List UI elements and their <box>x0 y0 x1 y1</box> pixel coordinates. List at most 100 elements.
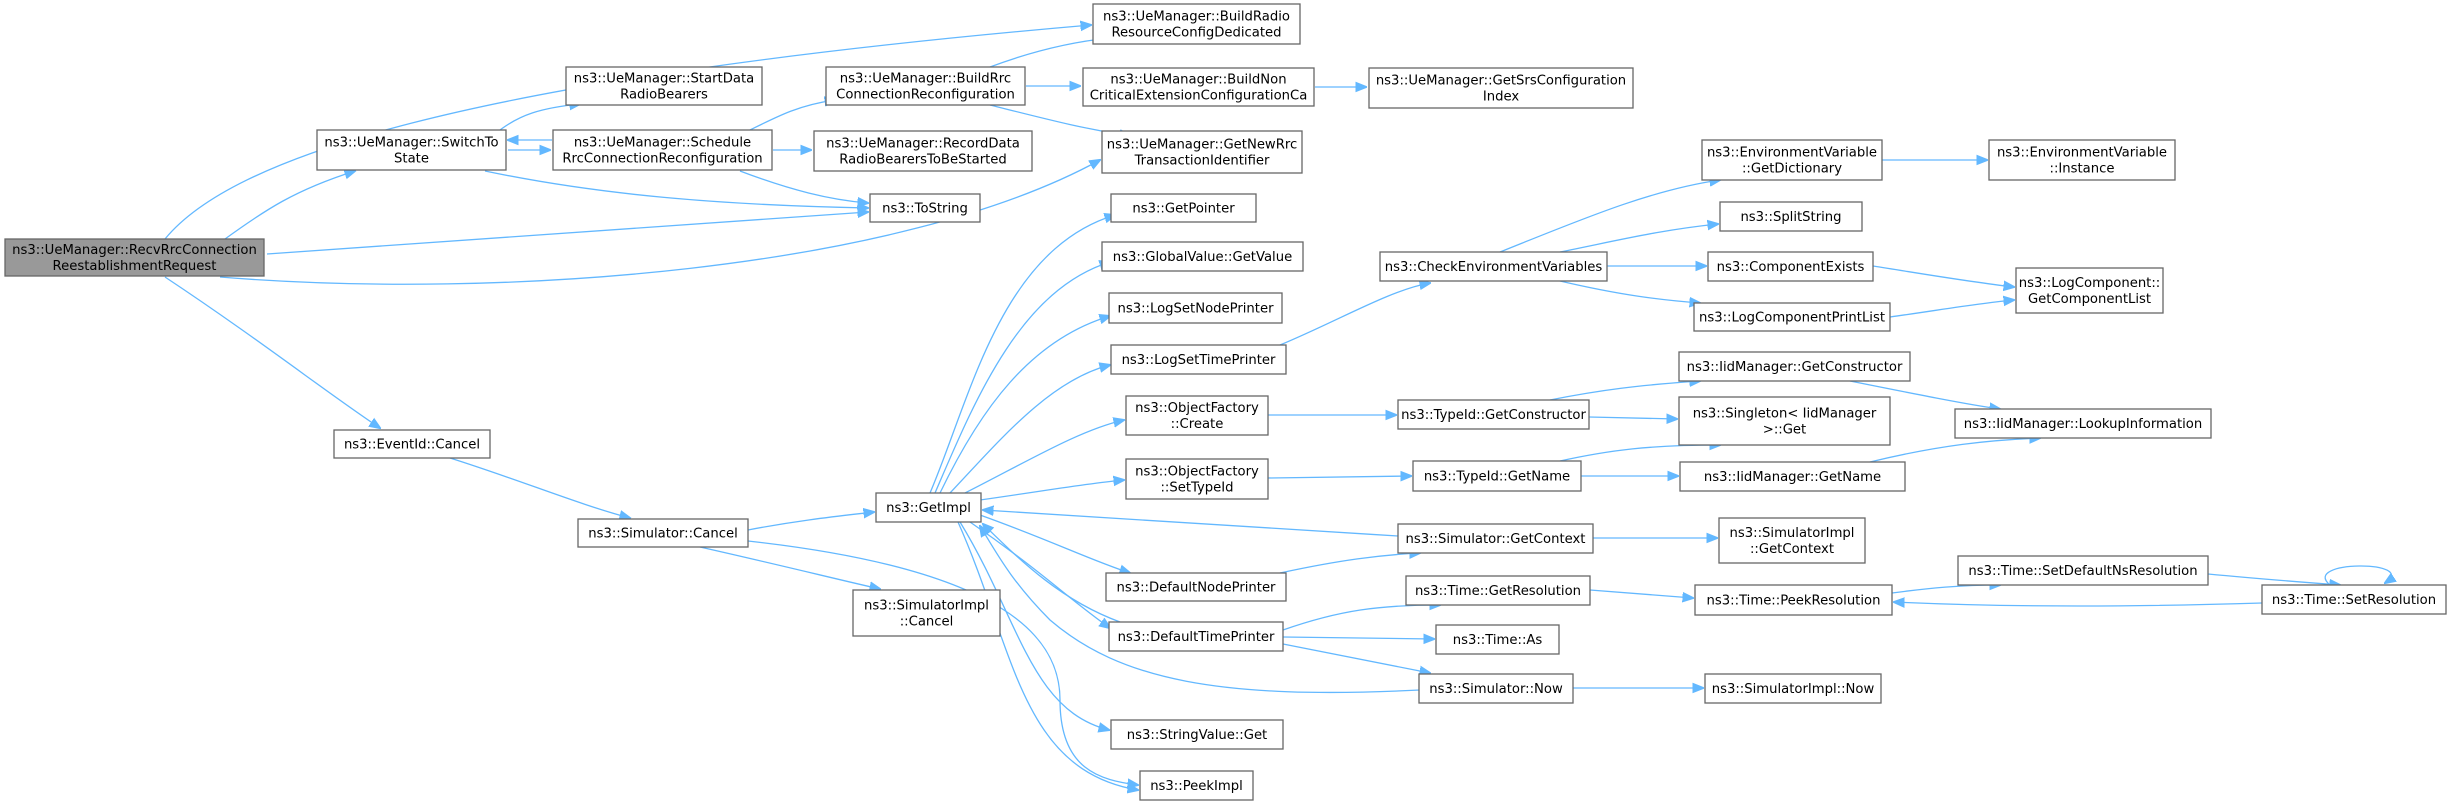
node-box[interactable] <box>1435 624 1560 655</box>
node-box[interactable] <box>1379 251 1608 282</box>
node-box[interactable] <box>1101 241 1304 272</box>
node-box[interactable] <box>1105 572 1287 602</box>
node-box[interactable] <box>1988 139 2176 181</box>
node-box[interactable] <box>1110 719 1284 750</box>
node-box[interactable] <box>875 492 982 523</box>
node-box[interactable] <box>1704 673 1882 704</box>
node-box[interactable] <box>1718 517 1866 564</box>
node-box[interactable] <box>1694 584 1893 616</box>
node-box[interactable] <box>1108 292 1283 324</box>
node-peekres[interactable]: ns3::Time::PeekResolution <box>1694 584 1893 616</box>
node-box[interactable] <box>1678 396 1891 446</box>
node-schedule[interactable]: ns3::UeManager::ScheduleRrcConnectionRec… <box>552 129 773 171</box>
node-box[interactable] <box>565 66 763 106</box>
node-splitstring[interactable]: ns3::SplitString <box>1719 201 1863 232</box>
node-getimpl[interactable]: ns3::GetImpl <box>875 492 982 523</box>
node-box[interactable] <box>869 193 981 223</box>
node-box[interactable] <box>1701 139 1883 181</box>
node-setres[interactable]: ns3::Time::SetResolution <box>2261 584 2447 615</box>
node-label: ns3::UeManager::BuildRrc <box>840 72 1011 87</box>
node-box[interactable] <box>333 429 491 459</box>
node-tidgetctor[interactable]: ns3::TypeId::GetConstructor <box>1397 399 1590 430</box>
edge-getimpl-to-peekimpl <box>957 521 1138 790</box>
node-box[interactable] <box>2015 267 2164 314</box>
node-box[interactable] <box>1110 344 1287 375</box>
node-box[interactable] <box>1957 555 2209 586</box>
node-checkenv[interactable]: ns3::CheckEnvironmentVariables <box>1379 251 1608 282</box>
node-ofsettype[interactable]: ns3::ObjectFactory::SetTypeId <box>1125 458 1269 500</box>
node-buildradio[interactable]: ns3::UeManager::BuildRadioResourceConfig… <box>1092 3 1301 45</box>
node-box[interactable] <box>1082 67 1315 107</box>
node-box[interactable] <box>1108 621 1284 652</box>
node-buildrrc[interactable]: ns3::UeManager::BuildRrcConnectionReconf… <box>825 66 1026 106</box>
node-box[interactable] <box>1368 67 1634 109</box>
node-box[interactable] <box>1397 399 1590 430</box>
node-peekimpl[interactable]: ns3::PeekImpl <box>1139 770 1254 801</box>
node-lognode[interactable]: ns3::LogSetNodePrinter <box>1108 292 1283 324</box>
node-tidgetname[interactable]: ns3::TypeId::GetName <box>1412 460 1582 492</box>
node-box[interactable] <box>813 130 1033 172</box>
node-iidlookup[interactable]: ns3::IidManager::LookupInformation <box>1954 408 2212 439</box>
node-timeas[interactable]: ns3::Time::As <box>1435 624 1560 655</box>
node-label: RrcConnectionReconfiguration <box>562 152 762 167</box>
node-box[interactable] <box>2261 584 2447 615</box>
node-box[interactable] <box>1954 408 2212 439</box>
node-iidgetctor[interactable]: ns3::IidManager::GetConstructor <box>1678 351 1911 382</box>
node-ofcreate[interactable]: ns3::ObjectFactory::Create <box>1125 395 1269 436</box>
node-buildnon[interactable]: ns3::UeManager::BuildNonCriticalExtensio… <box>1082 67 1315 107</box>
node-box[interactable] <box>1405 575 1591 606</box>
node-box[interactable] <box>577 518 749 548</box>
node-simimplgetctx[interactable]: ns3::SimulatorImpl::GetContext <box>1718 517 1866 564</box>
node-getcomplist[interactable]: ns3::LogComponent::GetComponentList <box>2015 267 2164 314</box>
node-simimplnow[interactable]: ns3::SimulatorImpl::Now <box>1704 673 1882 704</box>
node-label: ns3::GetPointer <box>1132 202 1235 217</box>
node-box[interactable] <box>1719 201 1863 232</box>
node-setdefns[interactable]: ns3::Time::SetDefaultNsResolution <box>1957 555 2209 586</box>
node-box[interactable] <box>1101 130 1303 174</box>
node-singleton[interactable]: ns3::Singleton< IidManager>::Get <box>1678 396 1891 446</box>
node-box[interactable] <box>1693 302 1891 332</box>
node-eventcancel[interactable]: ns3::EventId::Cancel <box>333 429 491 459</box>
node-envdict[interactable]: ns3::EnvironmentVariable::GetDictionary <box>1701 139 1883 181</box>
node-box[interactable] <box>825 66 1026 106</box>
node-getpointer[interactable]: ns3::GetPointer <box>1110 193 1257 223</box>
node-box[interactable] <box>1125 395 1269 436</box>
node-simcancel[interactable]: ns3::Simulator::Cancel <box>577 518 749 548</box>
node-globalvalue[interactable]: ns3::GlobalValue::GetValue <box>1101 241 1304 272</box>
node-defnode[interactable]: ns3::DefaultNodePrinter <box>1105 572 1287 602</box>
node-recorddata[interactable]: ns3::UeManager::RecordDataRadioBearersTo… <box>813 130 1033 172</box>
node-box[interactable] <box>4 238 265 277</box>
node-deftime[interactable]: ns3::DefaultTimePrinter <box>1108 621 1284 652</box>
node-box[interactable] <box>1125 458 1269 500</box>
node-logtime[interactable]: ns3::LogSetTimePrinter <box>1110 344 1287 375</box>
node-box[interactable] <box>852 589 1001 637</box>
node-simimplcancel[interactable]: ns3::SimulatorImpl::Cancel <box>852 589 1001 637</box>
node-box[interactable] <box>552 129 773 171</box>
node-logcomplist[interactable]: ns3::LogComponentPrintList <box>1693 302 1891 332</box>
edge-schedule-to-buildrrc <box>749 100 835 131</box>
node-timegetres[interactable]: ns3::Time::GetResolution <box>1405 575 1591 606</box>
node-box[interactable] <box>1139 770 1254 801</box>
node-box[interactable] <box>316 129 507 171</box>
node-strget[interactable]: ns3::StringValue::Get <box>1110 719 1284 750</box>
node-box[interactable] <box>1678 351 1911 382</box>
node-box[interactable] <box>1707 251 1874 282</box>
node-simnow[interactable]: ns3::Simulator::Now <box>1418 673 1574 704</box>
node-iidgetname[interactable]: ns3::IidManager::GetName <box>1679 461 1906 492</box>
node-envinst[interactable]: ns3::EnvironmentVariable::Instance <box>1988 139 2176 181</box>
node-simgetctx[interactable]: ns3::Simulator::GetContext <box>1397 523 1594 554</box>
node-compexists[interactable]: ns3::ComponentExists <box>1707 251 1874 282</box>
node-box[interactable] <box>1110 193 1257 223</box>
node-box[interactable] <box>1092 3 1301 45</box>
node-box[interactable] <box>1397 523 1594 554</box>
node-getnewrrc[interactable]: ns3::UeManager::GetNewRrcTransactionIden… <box>1101 130 1303 174</box>
node-box[interactable] <box>1418 673 1574 704</box>
node-tostring[interactable]: ns3::ToString <box>869 193 981 223</box>
node-box[interactable] <box>1679 461 1906 492</box>
node-box[interactable] <box>1412 460 1582 492</box>
node-root[interactable]: ns3::UeManager::RecvRrcConnectionReestab… <box>4 238 265 277</box>
